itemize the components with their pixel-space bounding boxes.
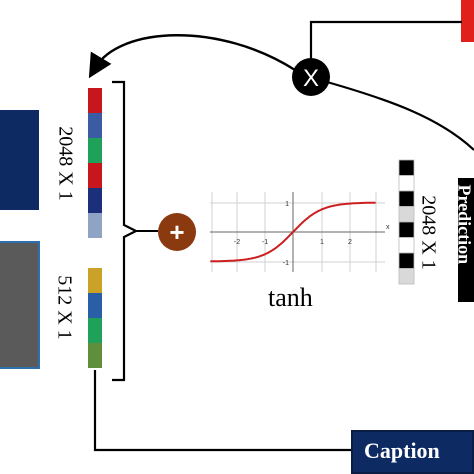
text-vector-segment: [88, 268, 102, 293]
text-feature-vector: [88, 268, 102, 368]
output-vector-segment: [398, 268, 415, 285]
image-vector-segment: [88, 88, 102, 113]
output-vector-segment: [398, 159, 415, 176]
image-vector-segment: [88, 213, 102, 238]
multiply-to-prediction-line: [326, 80, 474, 151]
text-feature-block: [0, 241, 40, 369]
tanh-tick-x-neg2: -2: [234, 239, 240, 246]
tanh-tick-x-neg1: -1: [262, 239, 268, 246]
prediction-block-label: Prediction: [454, 184, 474, 265]
output-vector-segment: [398, 221, 415, 238]
image-feature-vector: [88, 88, 102, 238]
image-feature-dim-label: 2048 X 1: [54, 126, 77, 201]
tanh-tick-y-neg1: -1: [283, 260, 289, 267]
output-vector-segment: [398, 237, 415, 254]
image-vector-segment: [88, 138, 102, 163]
output-vector-segment: [398, 206, 415, 223]
add-node: [158, 213, 196, 251]
tanh-tick-y-1: 1: [285, 201, 289, 208]
image-feature-block: [0, 110, 39, 210]
multiply-symbol: X: [303, 65, 319, 92]
text-vector-segment: [88, 293, 102, 318]
tanh-label: tanh: [268, 283, 313, 312]
prediction-block: Prediction: [455, 178, 474, 302]
image-vector-segment: [88, 163, 102, 188]
red-to-multiply-line: [309, 20, 462, 60]
add-symbol: +: [169, 217, 184, 247]
output-vector-segment: [398, 175, 415, 192]
tanh-curve: [210, 201, 376, 263]
image-vector-segment: [88, 188, 102, 213]
output-vector-segment: [398, 252, 415, 269]
caption-block: [351, 430, 474, 474]
output-vector-segment: [398, 190, 415, 207]
multiply-node: [292, 58, 330, 96]
text-vector-segment: [88, 343, 102, 368]
output-dim-label: 2048 X 1: [417, 195, 440, 270]
tanh-axis-x-name: x: [386, 224, 390, 231]
multiply-to-vector-arrow: [88, 34, 296, 79]
text-vector-segment: [88, 318, 102, 343]
output-feature-vector: [398, 159, 415, 285]
tanh-tick-x-2: 2: [348, 239, 352, 246]
text-feature-dim-label: 512 X 1: [53, 275, 76, 340]
red-block: [461, 0, 474, 42]
concat-bracket: [112, 80, 139, 382]
tanh-tick-x-1: 1: [320, 239, 324, 246]
image-vector-segment: [88, 113, 102, 138]
caption-label: Caption: [364, 438, 440, 463]
tanh-plot: -2 -1 1 2 1 -1 x: [210, 192, 390, 272]
text-vector-to-caption-line: [93, 370, 352, 452]
